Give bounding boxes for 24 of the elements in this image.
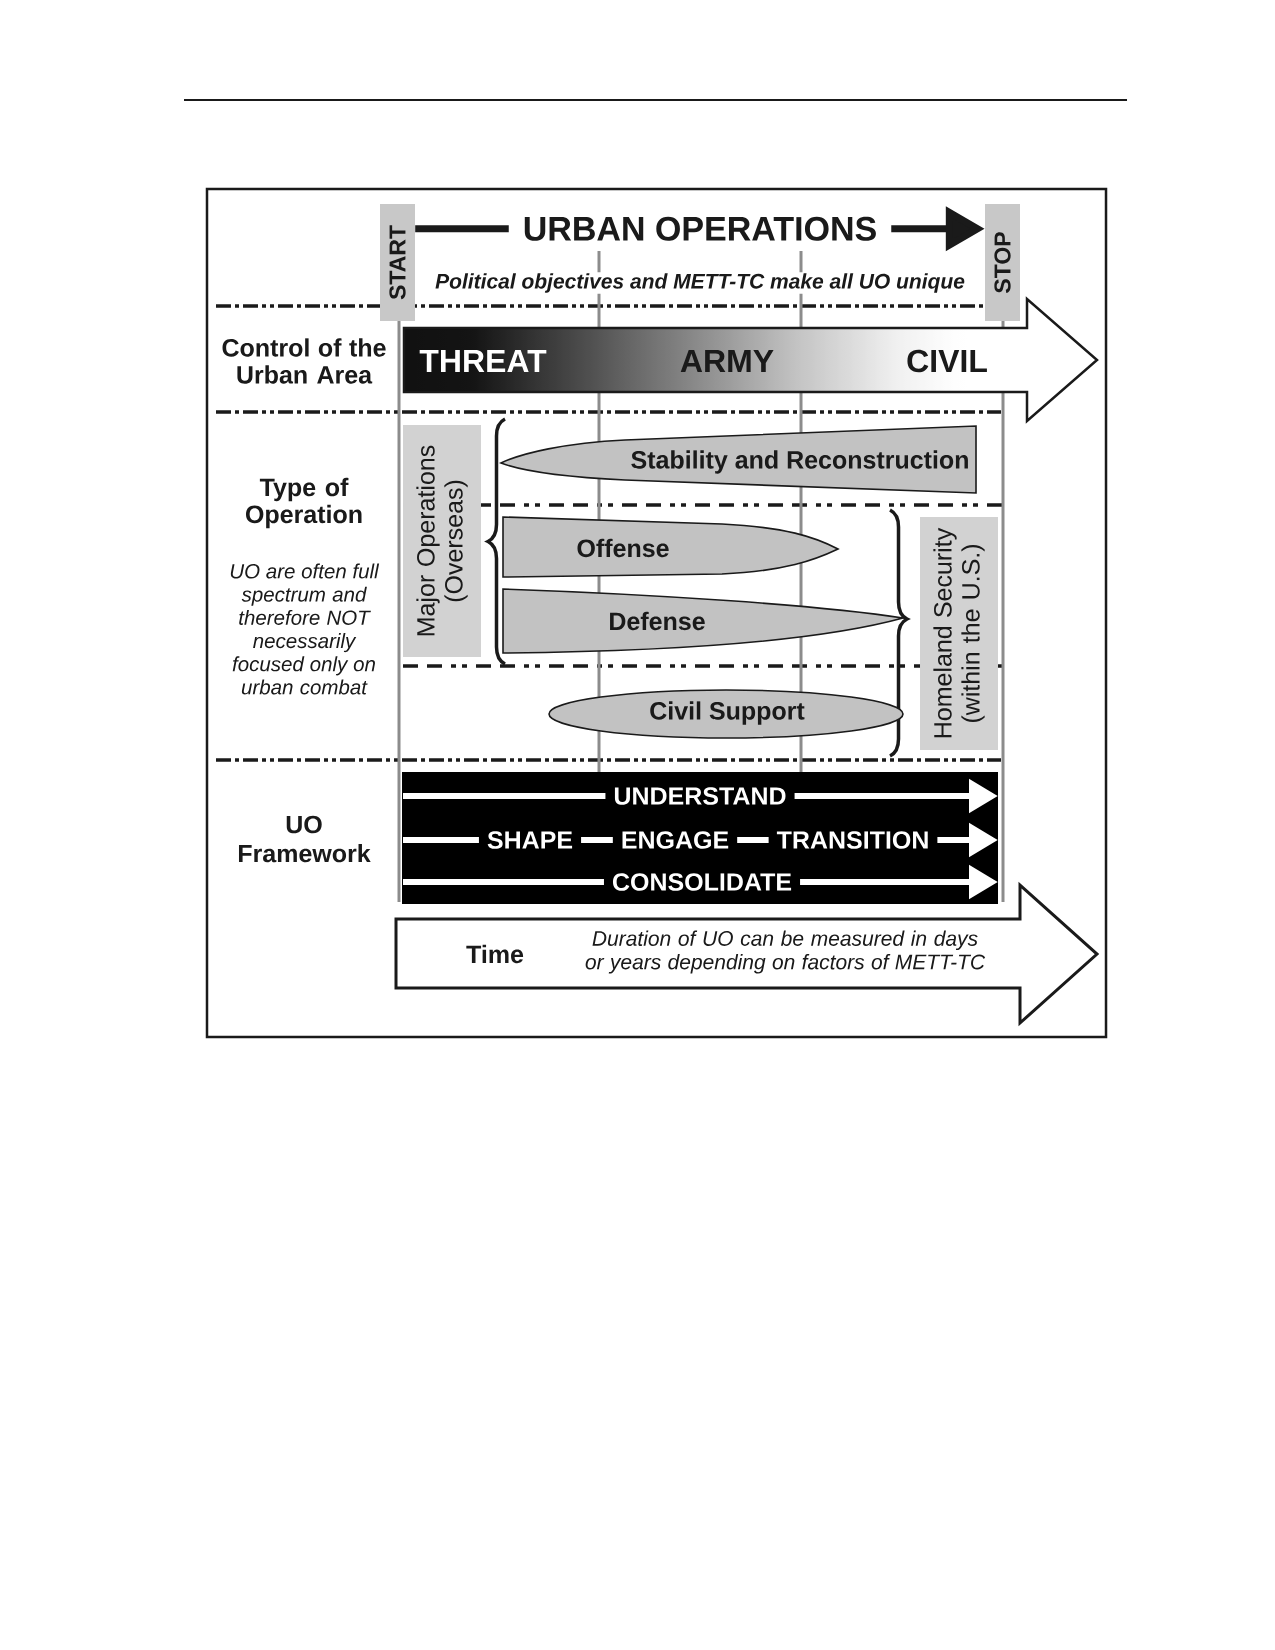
row-heading: Type of Operation (246, 477, 362, 529)
arrow-note: Duration of UO can be measured in days or years depending on factors of METT-TC (585, 930, 986, 974)
phase-label: SHAPE (478, 830, 582, 850)
category-box: Homeland Security (within the U.S.) (920, 517, 998, 750)
operation-wedge: Defense (502, 588, 904, 654)
framework-band (402, 772, 998, 904)
milestone-box: START (380, 204, 415, 321)
row-heading: UO Framework (239, 815, 371, 863)
phase-label: CONSOLIDATE (603, 872, 801, 892)
operation-bullet: Offense (502, 516, 839, 578)
band-label: ARMY (680, 350, 774, 372)
phase-label: TRANSITION (768, 830, 938, 850)
subtitle: Political objectives and METT-TC make all UO unique (431, 272, 969, 294)
row-heading: Control of the Urban Area (222, 338, 386, 384)
note: UO are often full spectrum and therefore NOT necessarily focused only on urban combat (230, 563, 380, 695)
arrow-label: URBAN OPERATIONS (508, 215, 892, 242)
milestone-box: STOP (985, 204, 1020, 321)
arrow-text: Time (466, 944, 524, 964)
band-label: THREAT (419, 350, 547, 372)
band-label: CIVIL (907, 349, 987, 373)
operation-wedge: Stability and Reconstruction (500, 425, 977, 494)
phase-label: UNDERSTAND (605, 786, 795, 806)
phase-label: ENGAGE (612, 830, 738, 850)
category-box: Major Operations (Overseas) (403, 425, 481, 657)
